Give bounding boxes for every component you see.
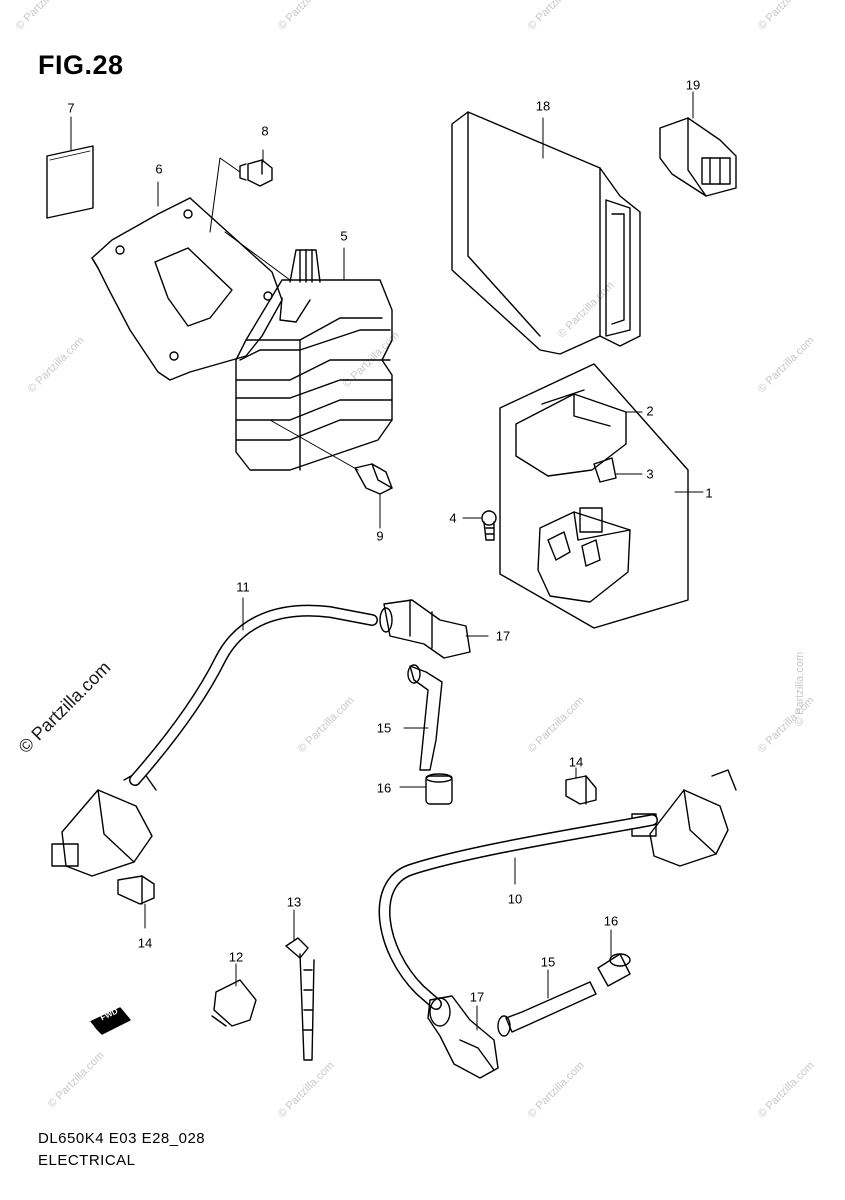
callout-2: 2 <box>646 403 654 419</box>
fuse <box>593 457 617 483</box>
callout-5: 5 <box>340 228 348 244</box>
rubber-sleeve-bottom <box>597 953 631 987</box>
callout-14-right: 14 <box>568 754 584 770</box>
callout-8: 8 <box>261 123 269 139</box>
callout-14-left: 14 <box>137 935 153 951</box>
relay-cover <box>515 389 627 477</box>
bolt-8 <box>239 159 273 187</box>
callout-1: 1 <box>705 485 713 501</box>
diagram-code: DL650K4 E03 E28_028 <box>38 1130 206 1147</box>
callout-7: 7 <box>67 100 75 116</box>
callout-16-bottom: 16 <box>603 913 619 929</box>
mounting-bracket <box>91 197 283 381</box>
figure-title: FIG.28 <box>38 50 124 80</box>
callout-10: 10 <box>507 891 523 907</box>
plug-cap-bottom <box>427 995 499 1079</box>
ecu-box <box>451 111 641 355</box>
forward-arrow-icon <box>89 1007 131 1035</box>
callout-17-top: 17 <box>495 628 511 644</box>
callout-15-top: 15 <box>376 720 392 736</box>
ignition-coil-right <box>631 769 737 867</box>
spark-plug-lead-bottom <box>497 981 597 1037</box>
callout-19: 19 <box>685 77 701 93</box>
screw-4 <box>481 510 497 541</box>
callout-9: 9 <box>376 528 384 544</box>
callout-15-bottom: 15 <box>540 954 556 970</box>
starter-relay <box>537 507 631 603</box>
label-sticker <box>46 145 94 219</box>
callout-18: 18 <box>535 98 551 114</box>
callout-13: 13 <box>286 894 302 910</box>
bolt-9 <box>354 463 393 495</box>
callout-4: 4 <box>449 510 457 526</box>
callout-6: 6 <box>155 161 163 177</box>
regulator-rectifier <box>235 249 393 471</box>
callout-12: 12 <box>228 949 244 965</box>
clamp <box>211 979 257 1027</box>
callout-17-bottom: 17 <box>469 989 485 1005</box>
bolt-14-right <box>565 775 597 805</box>
spark-plug-lead-top <box>407 664 443 771</box>
callout-3: 3 <box>646 466 654 482</box>
ignition-coil-left <box>51 769 157 877</box>
section-name: ELECTRICAL <box>38 1152 136 1169</box>
rubber-sleeve-top <box>425 773 453 805</box>
cable-tie <box>285 937 315 1061</box>
connector-19 <box>659 117 737 197</box>
plug-cap-top <box>379 599 471 659</box>
callout-11: 11 <box>236 579 250 595</box>
callout-16-top: 16 <box>376 780 392 796</box>
bolt-14-left <box>117 875 155 905</box>
relay-assembly-box <box>499 363 689 629</box>
